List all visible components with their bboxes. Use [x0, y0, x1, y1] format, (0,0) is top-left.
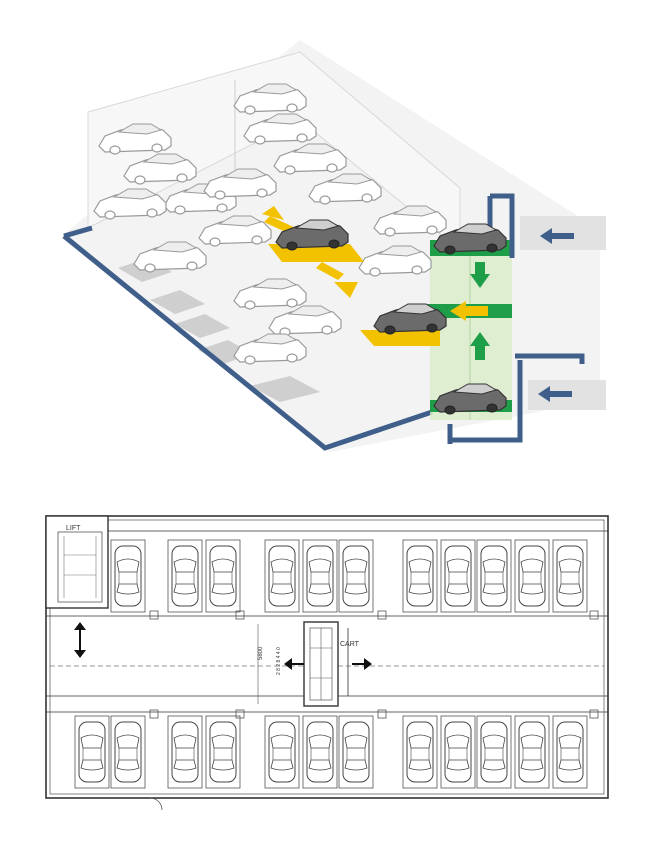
parking-bay: [402, 715, 438, 789]
up-down-arrow-icon: [74, 622, 86, 658]
parking-bay: [264, 715, 300, 789]
entry-arrow-icon: [538, 386, 572, 402]
car-icon: [444, 545, 472, 607]
car-icon: [342, 545, 370, 607]
car-icon: [406, 721, 434, 783]
car-icon: [518, 721, 546, 783]
down-arrow-icon: [470, 262, 490, 288]
up-arrow-icon: [470, 332, 490, 360]
parking-bay: [476, 539, 512, 613]
entry-arrow-icon: [540, 228, 574, 244]
parking-bay: [74, 715, 110, 789]
parking-bay: [110, 539, 146, 613]
car-icon: [480, 721, 508, 783]
lift-tower: LIFT: [45, 515, 109, 609]
parking-bay: [338, 715, 374, 789]
car-icon: [306, 545, 334, 607]
parking-bay: [338, 539, 374, 613]
parking-bay: [402, 539, 438, 613]
floor-plan-drawing: LIFT CART 5800 2 8 2 8 4 4 0: [45, 515, 609, 811]
parking-bay: [167, 715, 203, 789]
car-icon: [556, 545, 584, 607]
parking-bay: [514, 715, 550, 789]
car-icon: [209, 545, 237, 607]
left-arrow-icon: [450, 301, 488, 321]
parking-bay: [302, 715, 338, 789]
car-icon: [306, 721, 334, 783]
parking-bay: [440, 539, 476, 613]
parking-bay: [552, 539, 588, 613]
isometric-parking-illustration: [62, 40, 606, 452]
cart-label: CART: [340, 641, 360, 648]
car-icon: [342, 721, 370, 783]
parking-bay: [264, 539, 300, 613]
parking-bay: [167, 539, 203, 613]
transfer-cart: CART: [303, 621, 360, 707]
car-icon: [114, 545, 142, 607]
car-icon: [268, 721, 296, 783]
lift-label: LIFT: [66, 525, 81, 532]
car-icon: [171, 721, 199, 783]
parking-bay: [205, 539, 241, 613]
parking-bay: [552, 715, 588, 789]
side-dimension-label: 2 8 2 8 4 4 0: [276, 647, 282, 675]
left-right-arrow-icon: [284, 658, 372, 670]
car-icon: [406, 545, 434, 607]
parking-bay: [302, 539, 338, 613]
parking-bay: [110, 715, 146, 789]
car-icon: [268, 545, 296, 607]
car-icon: [78, 721, 106, 783]
car-icon: [480, 545, 508, 607]
parking-bay: [440, 715, 476, 789]
parking-bay: [514, 539, 550, 613]
car-icon: [171, 545, 199, 607]
parking-bay: [476, 715, 512, 789]
car-icon: [114, 721, 142, 783]
car-icon: [209, 721, 237, 783]
down-arrow-icon: [316, 262, 358, 298]
parking-bays: [74, 539, 588, 789]
door-swing: [149, 797, 163, 811]
car-icon: [518, 545, 546, 607]
car-icon: [556, 721, 584, 783]
parking-bay: [205, 715, 241, 789]
floor-frame: [62, 234, 433, 451]
car-icon: [444, 721, 472, 783]
building-outline: [45, 515, 609, 799]
dimension-label: 5800: [258, 646, 264, 660]
